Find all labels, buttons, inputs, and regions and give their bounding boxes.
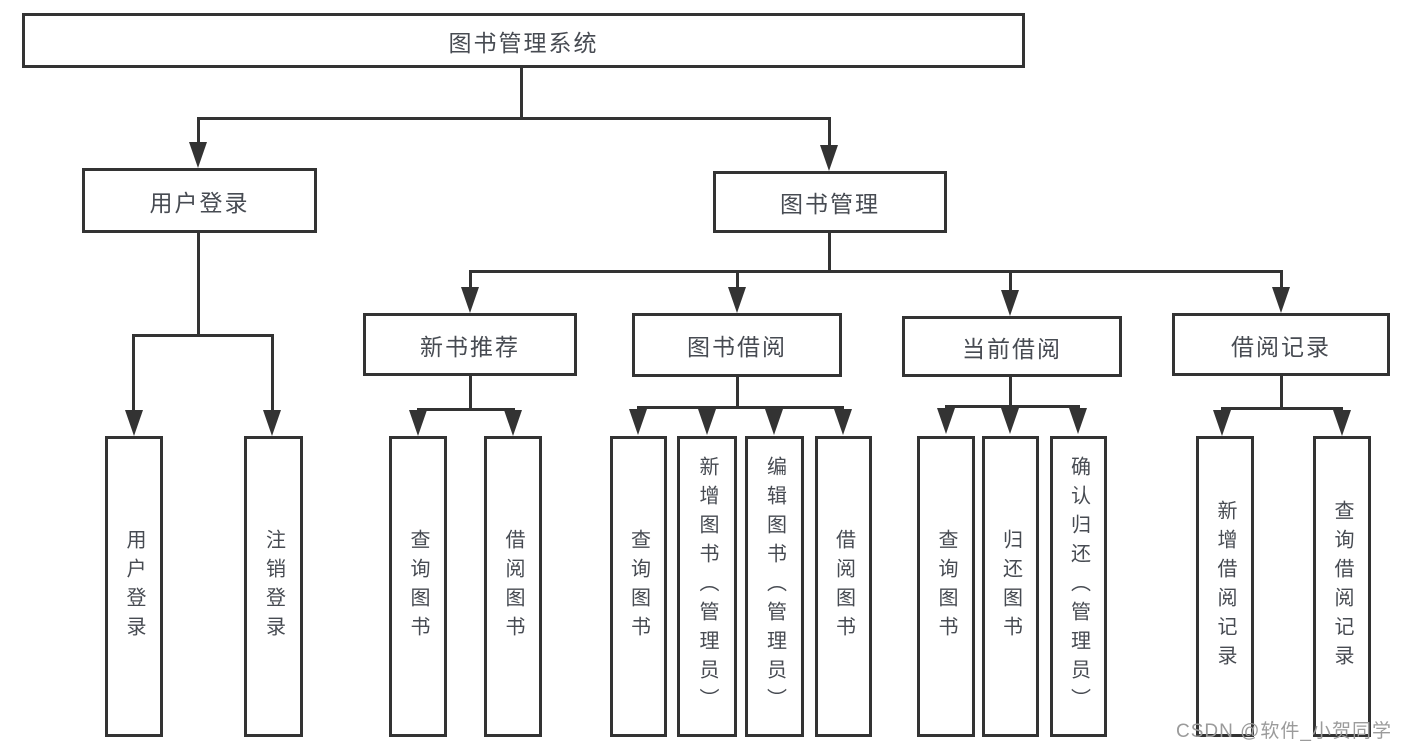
leaf-user-login: 用户登录	[105, 436, 163, 737]
arrow-to-current-borrow	[1001, 290, 1019, 316]
connector-borrow-records-stem	[1280, 376, 1283, 409]
arrow-to-logout-leaf	[263, 410, 281, 436]
arrow-to-add-record	[1213, 410, 1231, 436]
leaf-return-books-label: 归还图书	[999, 528, 1022, 645]
leaf-user-login-label: 用户登录	[123, 528, 145, 645]
node-current-borrow: 当前借阅	[902, 316, 1122, 377]
arrow-to-new-book	[461, 287, 479, 313]
leaf-add-books-admin-label: 新增图书（管理员）	[696, 456, 718, 717]
arrow-to-borrow-books-2	[834, 409, 852, 435]
node-root-system: 图书管理系统	[22, 13, 1025, 68]
leaf-query-books-3: 查询图书	[917, 436, 975, 737]
connector-book-mgmt-branch	[469, 270, 1282, 273]
leaf-query-borrow-record-label: 查询借阅记录	[1331, 499, 1353, 674]
connector-new-book-branch	[417, 408, 515, 411]
connector-book-borrow-stem	[736, 377, 739, 409]
leaf-add-books-admin: 新增图书（管理员）	[677, 436, 737, 737]
connector-new-book-stem	[469, 376, 472, 410]
connector-borrow-records-branch	[1221, 407, 1343, 410]
leaf-borrow-books-2: 借阅图书	[815, 436, 872, 737]
node-borrow-records: 借阅记录	[1172, 313, 1390, 376]
arrow-to-return-books	[1001, 408, 1019, 434]
arrow-to-book-borrow	[728, 287, 746, 313]
node-user-login: 用户登录	[82, 168, 317, 233]
arrow-to-query-books-2	[629, 409, 647, 435]
leaf-borrow-books-1-label: 借阅图书	[502, 528, 524, 645]
node-new-book-recommend: 新书推荐	[363, 313, 577, 376]
leaf-add-borrow-record: 新增借阅记录	[1196, 436, 1254, 737]
arrow-to-edit-books	[765, 409, 783, 435]
leaf-query-books-3-label: 查询图书	[935, 528, 957, 645]
arrow-to-login-leaf	[125, 410, 143, 436]
leaf-confirm-return-admin: 确认归还（管理员）	[1050, 436, 1107, 737]
arrow-to-book-mgmt	[820, 145, 838, 171]
arrow-to-user-login	[189, 142, 207, 168]
connector-drop-logout-leaf	[271, 334, 274, 411]
leaf-edit-books-admin-label: 编辑图书（管理员）	[763, 456, 786, 717]
arrow-to-query-books-1	[409, 410, 427, 436]
connector-drop-borrow-records	[1280, 270, 1283, 288]
leaf-logout: 注销登录	[244, 436, 303, 737]
connector-current-borrow-branch	[945, 405, 1080, 408]
connector-book-borrow-branch	[637, 406, 844, 409]
arrow-to-confirm-return	[1069, 408, 1087, 434]
node-book-mgmt: 图书管理	[713, 171, 947, 233]
leaf-query-books-2-label: 查询图书	[627, 528, 650, 645]
arrow-to-query-record	[1333, 410, 1351, 436]
connector-drop-book-borrow	[736, 270, 739, 288]
arrow-to-borrow-records	[1272, 287, 1290, 313]
arrow-to-query-books-3	[937, 408, 955, 434]
connector-drop-user-login	[197, 117, 200, 144]
leaf-query-books-1-label: 查询图书	[407, 528, 429, 645]
arrow-to-add-books	[698, 409, 716, 435]
leaf-add-borrow-record-label: 新增借阅记录	[1214, 499, 1236, 674]
arrow-to-borrow-books-1	[504, 410, 522, 436]
connector-user-login-stem	[197, 233, 200, 336]
connector-drop-new-book	[469, 270, 472, 288]
leaf-query-books-1: 查询图书	[389, 436, 447, 737]
leaf-logout-label: 注销登录	[262, 528, 285, 645]
connector-root-branch	[197, 117, 831, 120]
connector-current-borrow-stem	[1009, 377, 1012, 408]
leaf-confirm-return-admin-label: 确认归还（管理员）	[1067, 456, 1090, 717]
csdn-watermark: CSDN @软件_小贺同学	[1176, 721, 1392, 742]
connector-user-login-branch	[132, 334, 273, 337]
connector-root-stem	[520, 66, 523, 118]
connector-drop-book-mgmt	[828, 117, 831, 147]
leaf-query-books-2: 查询图书	[610, 436, 667, 737]
leaf-edit-books-admin: 编辑图书（管理员）	[745, 436, 804, 737]
leaf-query-borrow-record: 查询借阅记录	[1313, 436, 1371, 737]
node-book-borrow: 图书借阅	[632, 313, 842, 377]
connector-book-mgmt-stem	[828, 233, 831, 273]
leaf-borrow-books-2-label: 借阅图书	[832, 528, 855, 645]
connector-drop-login-leaf	[132, 334, 135, 411]
leaf-return-books: 归还图书	[982, 436, 1039, 737]
leaf-borrow-books-1: 借阅图书	[484, 436, 542, 737]
connector-drop-current-borrow	[1009, 270, 1012, 290]
